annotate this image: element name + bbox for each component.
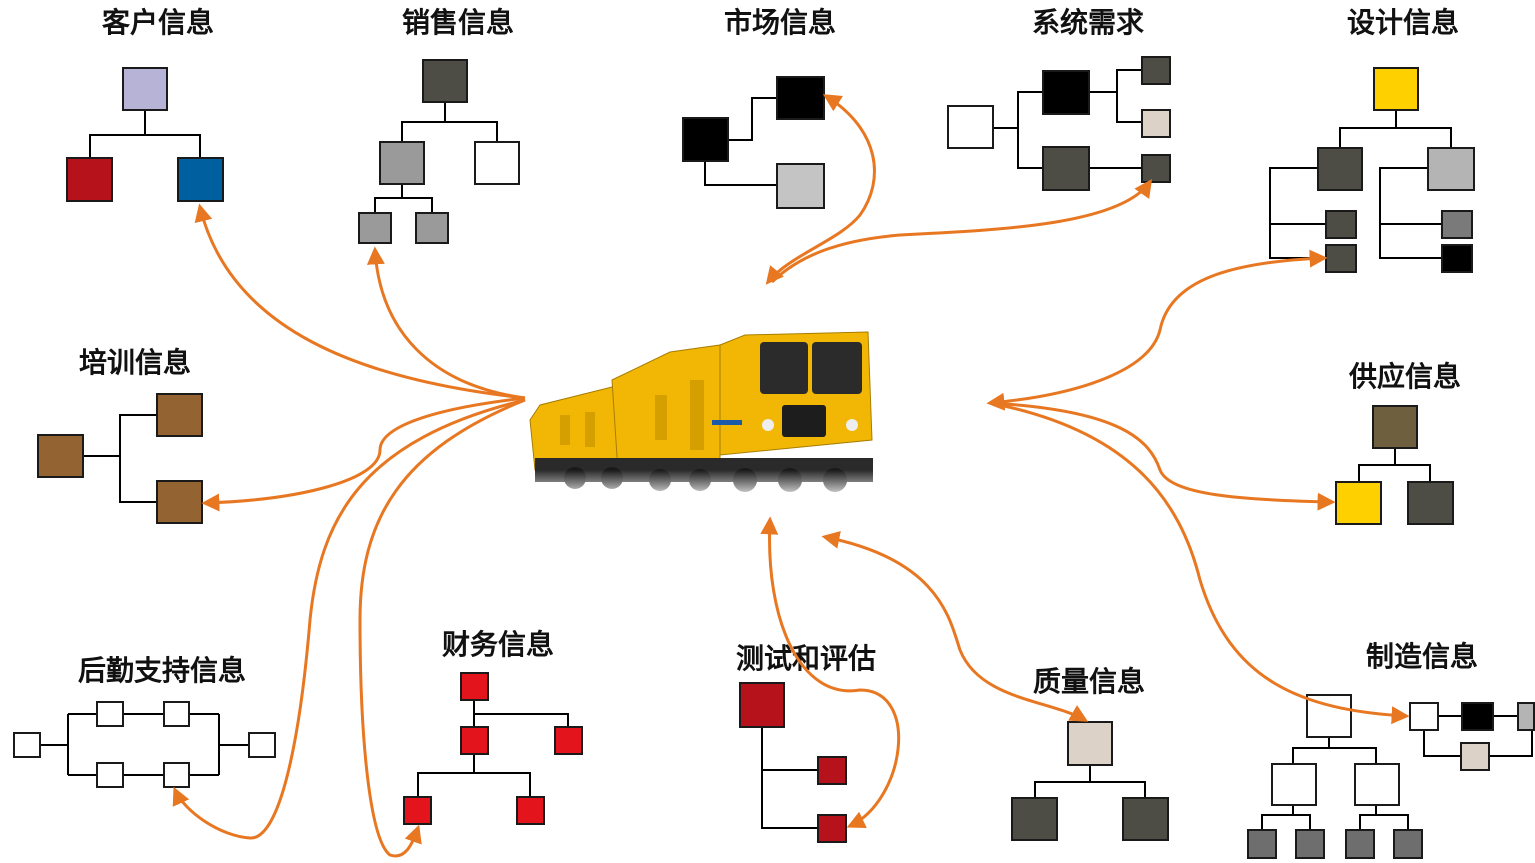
label-training-info: 培训信息 xyxy=(78,346,192,379)
customer-root-node xyxy=(122,67,168,111)
design-leaf-node xyxy=(1325,244,1357,273)
label-manufacturing-info: 制造信息 xyxy=(1365,640,1479,673)
finance-child-node xyxy=(554,726,583,755)
logistics-node xyxy=(163,701,190,727)
supply-child-node xyxy=(1407,481,1454,525)
label-logistics-info: 后勤支持信息 xyxy=(77,654,247,687)
system-requirements-tree xyxy=(947,56,1171,191)
sales-leaf-node xyxy=(415,212,449,244)
arrow-system-train xyxy=(770,179,1153,284)
arrow-design-train xyxy=(986,249,1328,411)
training-root-node xyxy=(37,434,84,478)
finance-child-node xyxy=(460,726,489,755)
testing-evaluation-tree xyxy=(739,682,847,843)
supply-child-node xyxy=(1335,481,1382,525)
training-child-node xyxy=(156,393,203,437)
supply-info-tree xyxy=(1335,405,1454,525)
testing-root-node xyxy=(739,682,785,728)
logistics-node xyxy=(163,762,190,788)
market-child-node xyxy=(776,163,825,209)
system-leaf-node xyxy=(1141,56,1171,85)
customer-child-node xyxy=(66,157,113,202)
system-child-node xyxy=(1042,70,1090,115)
logistics-node xyxy=(96,762,124,788)
design-leaf-node xyxy=(1441,244,1473,273)
market-root-node xyxy=(682,117,729,162)
manufacturing-child-node xyxy=(1271,763,1317,806)
manufacturing-leaf-node xyxy=(1345,829,1375,859)
arrow-to-training xyxy=(201,396,526,512)
customer-child-node xyxy=(177,157,224,202)
manufacturing-side-node xyxy=(1409,702,1439,731)
arrow-market-train xyxy=(765,94,876,285)
label-customer-info: 客户信息 xyxy=(101,6,215,39)
customer-info-tree xyxy=(66,67,224,202)
arrow-to-finance xyxy=(358,398,526,858)
manufacturing-leaf-node xyxy=(1247,829,1277,859)
label-market-info: 市场信息 xyxy=(723,6,837,39)
design-info-tree xyxy=(1269,67,1475,273)
logistics-node xyxy=(248,732,276,758)
design-leaf-node xyxy=(1325,210,1357,239)
design-leaf-node xyxy=(1441,210,1473,239)
label-sales-info: 销售信息 xyxy=(401,6,515,39)
sales-child-node xyxy=(379,141,425,185)
manufacturing-side-node xyxy=(1461,702,1494,731)
training-child-node xyxy=(156,480,203,524)
manufacturing-child-node xyxy=(1354,763,1400,806)
design-child-node xyxy=(1317,147,1363,191)
market-child-node xyxy=(776,76,825,120)
arrow-to-supply xyxy=(989,401,1336,511)
manufacturing-side-node xyxy=(1460,742,1490,771)
finance-info-tree xyxy=(403,672,583,825)
label-finance-info: 财务信息 xyxy=(441,628,555,661)
finance-root-node xyxy=(460,672,489,701)
sales-info-tree xyxy=(358,59,520,244)
label-design-info: 设计信息 xyxy=(1346,6,1460,39)
manufacturing-leaf-node xyxy=(1393,829,1423,859)
sales-root-node xyxy=(422,59,468,103)
sales-child-node xyxy=(474,141,520,185)
arrow-quality-train xyxy=(821,531,1089,722)
arrow-to-manufacturing xyxy=(989,401,1410,725)
quality-child-node xyxy=(1011,797,1058,841)
finance-leaf-node xyxy=(403,796,432,825)
sales-leaf-node xyxy=(358,212,392,244)
manufacturing-side-node xyxy=(1517,702,1535,731)
manufacturing-leaf-node xyxy=(1295,829,1325,859)
label-supply-info: 供应信息 xyxy=(1348,360,1462,393)
label-system-requirements: 系统需求 xyxy=(1031,6,1145,39)
testing-child-node xyxy=(817,814,847,843)
training-info-tree xyxy=(37,393,203,524)
testing-child-node xyxy=(817,756,847,785)
logistics-node xyxy=(96,701,124,727)
finance-leaf-node xyxy=(516,796,545,825)
logistics-node xyxy=(13,732,41,758)
market-info-tree xyxy=(682,76,825,209)
logistics-info-tree xyxy=(13,701,276,788)
supply-root-node xyxy=(1372,405,1418,449)
arrow-to-logistics xyxy=(172,398,526,840)
arrow-to-customer xyxy=(194,203,526,400)
quality-info-tree xyxy=(1011,721,1169,841)
connection-arrows xyxy=(172,94,1410,858)
manufacturing-info-tree xyxy=(1247,694,1535,859)
system-leaf-node xyxy=(1141,154,1171,183)
design-root-node xyxy=(1373,67,1419,111)
quality-root-node xyxy=(1067,721,1113,766)
train-icon xyxy=(528,331,878,500)
quality-child-node xyxy=(1122,797,1169,841)
system-root-node xyxy=(947,105,994,149)
system-leaf-node xyxy=(1141,109,1171,138)
arrow-to-sales xyxy=(366,246,526,400)
system-child-node xyxy=(1042,146,1090,191)
design-child-node xyxy=(1427,147,1475,191)
